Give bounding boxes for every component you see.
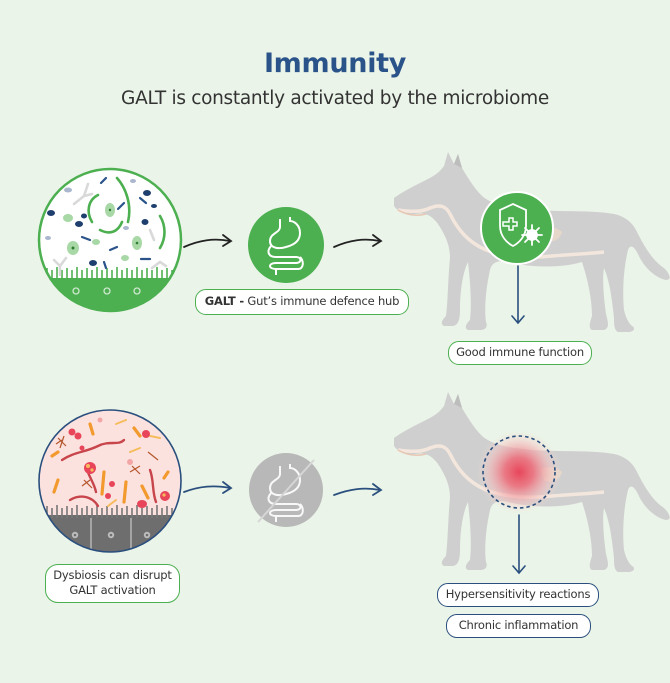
outcome-good-immune-function: Good immune function — [448, 341, 592, 365]
gut-crossed-icon — [249, 453, 323, 527]
galt-label-text: Gut’s immune defence hub — [243, 294, 400, 308]
arrow-right-icon — [183, 234, 233, 248]
arrow-down-icon — [511, 265, 525, 325]
arrow-right-icon — [333, 483, 383, 496]
dysbiosis-label: Dysbiosis can disrupt GALT activation — [45, 564, 180, 603]
gut-icon — [248, 207, 324, 283]
inflammation-glow-icon — [477, 430, 561, 514]
outcome-text: Chronic inflammation — [458, 618, 579, 632]
outcome-text: Good immune function — [456, 345, 584, 359]
dysbiosis-microbiome-icon — [38, 409, 182, 553]
shield-plus-virus-icon — [480, 191, 554, 265]
healthy-microbiome-icon — [37, 167, 183, 313]
page-title: Immunity — [263, 48, 407, 79]
galt-label-bold: GALT - — [204, 294, 244, 308]
dysbiosis-label-line2: GALT activation — [69, 583, 156, 597]
page-subtitle: GALT is constantly activated by the micr… — [121, 88, 549, 109]
dysbiosis-label-line1: Dysbiosis can disrupt — [53, 568, 172, 582]
galt-label: GALT - Gut’s immune defence hub — [195, 289, 409, 315]
outcome-text: Hypersensitivity reactions — [445, 587, 591, 601]
arrow-down-icon — [512, 514, 526, 575]
arrow-right-icon — [333, 234, 383, 248]
outcome-chronic-inflammation: Chronic inflammation — [446, 614, 591, 638]
outcome-hypersensitivity: Hypersensitivity reactions — [437, 583, 599, 607]
arrow-right-icon — [183, 481, 233, 494]
